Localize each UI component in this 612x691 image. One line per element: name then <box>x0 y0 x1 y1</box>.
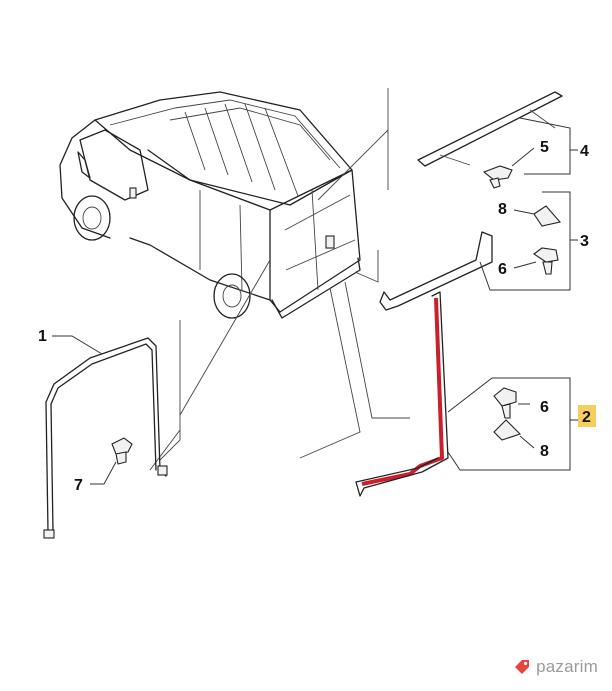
part-clip-8b <box>493 419 522 441</box>
part-clip-5 <box>482 165 513 189</box>
van-illustration <box>59 91 361 319</box>
callout-4: 4 <box>580 143 589 160</box>
part-seal-2 <box>355 291 449 497</box>
part-roof-moulding <box>417 91 563 167</box>
callout-1: 1 <box>38 328 47 345</box>
part-clip-8a <box>533 205 562 227</box>
part-fastener-7 <box>111 437 133 465</box>
part-side-seal-1 <box>43 337 168 539</box>
price-tag-icon <box>515 660 530 674</box>
callout-5: 5 <box>540 139 549 156</box>
callout-labels: 4 5 8 3 6 2 6 8 1 7 <box>38 139 596 494</box>
part-clip-6a <box>533 247 559 275</box>
guide-lines <box>149 88 410 471</box>
callout-leaders <box>52 117 578 485</box>
callout-8b: 8 <box>540 443 549 460</box>
part-door-guide-3 <box>379 231 493 311</box>
part-clip-6b <box>493 387 517 419</box>
callout-2-highlight <box>578 405 596 427</box>
callout-6a: 6 <box>498 261 507 278</box>
callout-8a: 8 <box>498 201 507 218</box>
callout-7: 7 <box>74 477 83 494</box>
watermark-brand: pazarim <box>536 657 598 676</box>
callout-6b: 6 <box>540 399 549 416</box>
watermark: pazarim <box>513 657 598 677</box>
callout-3: 3 <box>580 233 589 250</box>
callout-2: 2 <box>582 409 591 426</box>
